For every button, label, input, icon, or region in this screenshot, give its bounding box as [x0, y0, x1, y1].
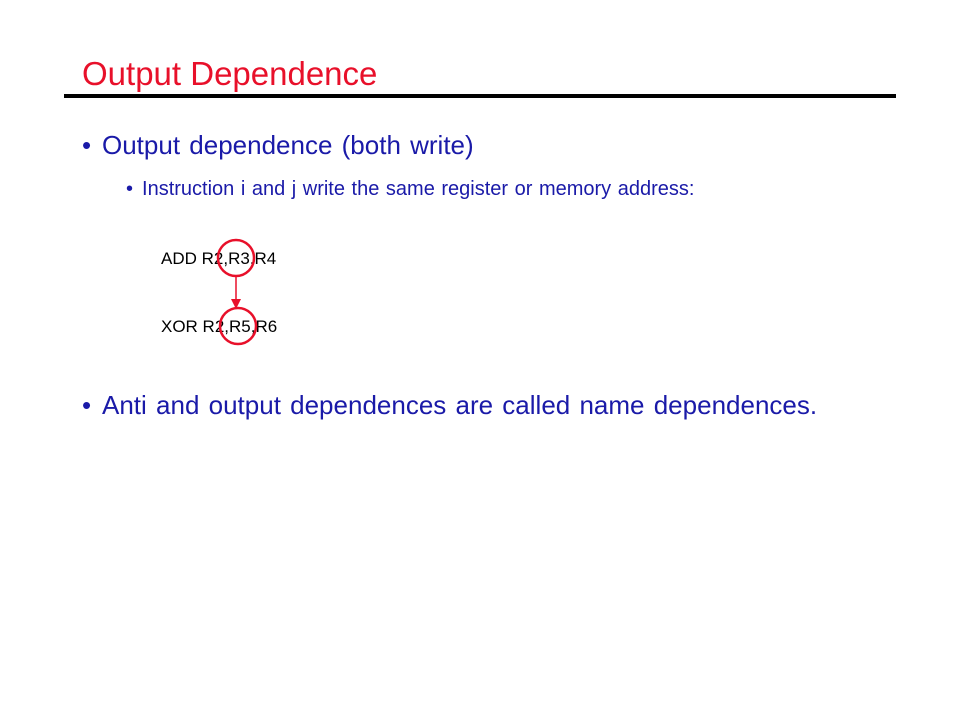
sub-bullet-marker: •: [126, 178, 134, 200]
bullet-name-dependences: • Anti and output dependences are called…: [82, 389, 842, 422]
bullet-marker: •: [82, 130, 92, 160]
bullet-marker: •: [82, 390, 92, 420]
bullet-text: Output dependence (both write): [102, 130, 474, 160]
slide-title: Output Dependence: [82, 55, 378, 92]
code-line-xor: XOR R2,R5,R6: [161, 317, 278, 336]
bullet-output-dependence: • Output dependence (both write): [82, 129, 842, 162]
title-divider: [64, 94, 896, 98]
code-line-add: ADD R2,R3,R4: [161, 249, 277, 268]
sub-bullet-instruction: • Instruction i and j write the same regi…: [126, 176, 694, 202]
bullet-text: Anti and output dependences are called n…: [102, 390, 818, 420]
sub-bullet-text: Instruction i and j write the same regis…: [142, 178, 695, 200]
